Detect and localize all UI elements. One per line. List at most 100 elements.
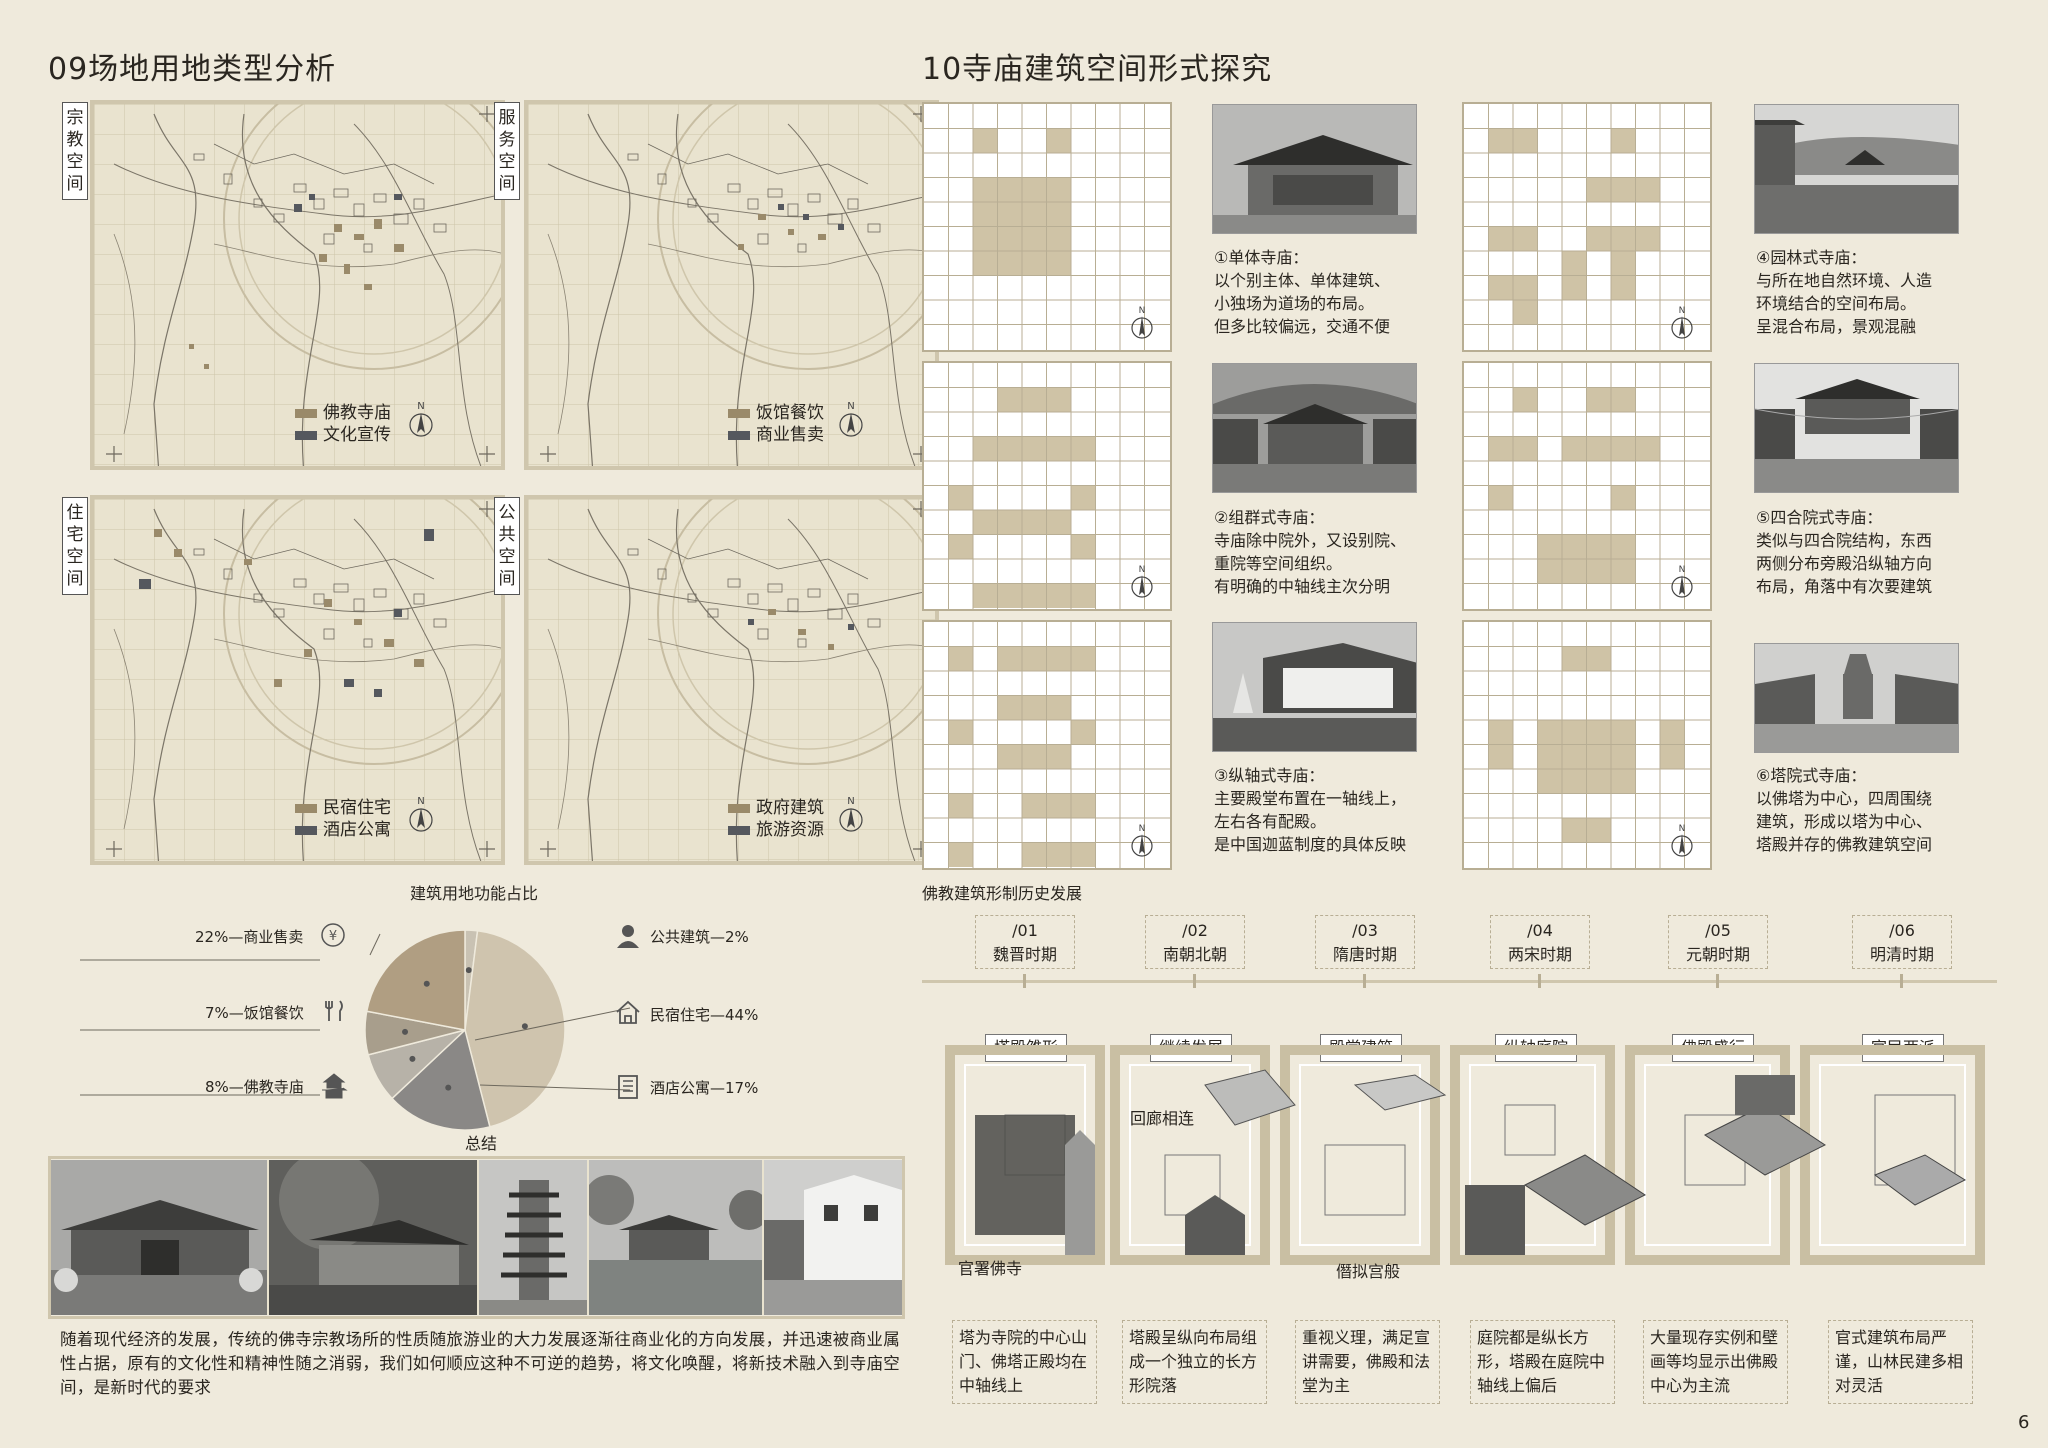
legend-text: 酒店公寓: [323, 820, 391, 840]
north-arrow-icon: [409, 795, 433, 832]
map-service: [524, 100, 939, 470]
pie-label-hotel: 酒店公寓—17%: [650, 1079, 759, 1097]
caption-pagoda: ⑥塔院式寺庙： 以佛塔为中心，四周围绕 建筑，形成以塔为中心、 塔殿并存的佛教建…: [1756, 764, 1932, 856]
pie-label-public: 公共建筑—2%: [650, 928, 749, 946]
svg-text:N: N: [1679, 824, 1686, 834]
caption-head: ③纵轴式寺庙：: [1214, 766, 1325, 785]
temple-courtyard-photo: [269, 1160, 479, 1315]
village-house-photo: [764, 1160, 902, 1315]
caption-line: 塔殿并存的佛教建筑空间: [1756, 835, 1933, 854]
pagoda-icon: [322, 1073, 348, 1099]
caption-axial: ③纵轴式寺庙： 主要殿堂布置在一轴线上， 左右各有配殿。 是中国迦蓝制度的具体反…: [1214, 764, 1406, 856]
svg-text:N: N: [1139, 824, 1146, 834]
pie-chart: [80, 929, 631, 1131]
map-legend-religious: 佛教寺庙 文化宣传: [295, 402, 391, 446]
timeline-tick: [1900, 974, 1903, 988]
caption-line: 布局，角落中有次要建筑: [1756, 577, 1933, 596]
caption-line: 重院等空间组织。: [1214, 554, 1343, 573]
water-pavilion-photo: [589, 1160, 764, 1315]
timeline-period-6: /06 明清时期: [1852, 915, 1952, 969]
period-description: 重视义理，满足宣讲需要，佛殿和法堂为主: [1295, 1320, 1440, 1404]
map-residential: [90, 495, 505, 865]
summary-photo-strip: [48, 1156, 905, 1319]
caption-line: 两侧分布旁殿沿纵轴方向: [1756, 554, 1933, 573]
pie-label-temple: 8%—佛教寺庙: [205, 1078, 304, 1096]
period-description: 庭院都是纵长方形，塔殿在庭院中轴线上偏后: [1470, 1320, 1615, 1404]
caption-line: 环境结合的空间布局。: [1756, 294, 1917, 313]
legend-text: 民宿住宅: [323, 798, 391, 818]
period-description: 塔为寺院的中心山门、佛塔正殿均在中轴线上: [952, 1320, 1097, 1404]
timeline-period-5: /05 元朝时期: [1668, 915, 1768, 969]
pie-slice-dot: [409, 1055, 416, 1062]
caption-line: 左右各有配殿。: [1214, 812, 1327, 831]
svg-text:N: N: [1679, 565, 1686, 575]
summary-text: 随着现代经济的发展，传统的佛寺宗教场所的性质随旅游业的大力发展逐渐往商业化的方向…: [60, 1330, 900, 1397]
timeline-tick: [1716, 974, 1719, 988]
pie-label-dining: 7%—饭馆餐饮: [205, 1004, 304, 1022]
legend-swatch: [728, 430, 750, 440]
period-name: 明清时期: [1869, 945, 1934, 964]
legend-text: 饭馆餐饮: [756, 403, 824, 423]
pie-slice-dot: [521, 1023, 528, 1030]
pie-slice-dot: [402, 1028, 409, 1035]
period-name: 两宋时期: [1507, 945, 1572, 964]
map-label-public: 公共空间: [494, 497, 520, 595]
period-description: 官式建筑布局严谨，山林民建多相对灵活: [1828, 1320, 1973, 1404]
caption-garden: ④园林式寺庙： 与所在地自然环境、人造 环境结合的空间布局。 呈混合布局，景观混…: [1756, 246, 1932, 338]
period-name: 隋唐时期: [1332, 945, 1397, 964]
legend-text: 文化宣传: [323, 425, 391, 445]
note-official-temple: 官署佛寺: [958, 1259, 1023, 1278]
pagoda-courtyard-photo: [1754, 643, 1959, 753]
period-description: 塔殿呈纵向布局组成一个独立的长方形院落: [1122, 1320, 1267, 1404]
legend-swatch: [728, 408, 750, 418]
svg-text:N: N: [1139, 565, 1146, 575]
summary-title: 总结: [465, 1134, 498, 1153]
period-number: /06: [1889, 921, 1915, 940]
caption-line: 以个别主体、单体建筑、: [1214, 271, 1391, 290]
building-icon: [618, 1075, 638, 1099]
layout-grid-6: N: [1462, 620, 1712, 870]
period-name: 元朝时期: [1685, 945, 1750, 964]
map-label-religious: 宗教空间: [62, 102, 88, 200]
caption-single: ①单体寺庙： 以个别主体、单体建筑、 小独场为道场的布局。 但多比较偏远，交通不…: [1214, 246, 1390, 338]
caption-head: ⑥塔院式寺庙：: [1756, 766, 1867, 785]
legend-text: 政府建筑: [756, 798, 824, 818]
caption-head: ②组群式寺庙：: [1214, 508, 1325, 527]
caption-line: 主要殿堂布置在一轴线上，: [1214, 789, 1407, 808]
caption-line: 但多比较偏远，交通不便: [1214, 317, 1391, 336]
timeline-tick: [1023, 974, 1026, 988]
legend-swatch: [728, 825, 750, 835]
history-plan-diagrams: [945, 1045, 1985, 1265]
map-religious: [90, 100, 505, 470]
period-number: /02: [1182, 921, 1208, 940]
pie-leader-lines: [80, 933, 631, 1096]
pagoda-photo: [479, 1160, 589, 1315]
pie-slice: [365, 929, 466, 1031]
pie-slice-dot: [445, 1084, 452, 1091]
north-arrow-icon: [409, 400, 433, 437]
map-legend-residential: 民宿住宅 酒店公寓: [295, 797, 391, 841]
caption-line: 与所在地自然环境、人造: [1756, 271, 1933, 290]
timeline-tick: [1193, 974, 1196, 988]
garden-temple-photo: [1754, 104, 1959, 234]
cutlery-icon: [325, 1000, 343, 1021]
pie-slice: [391, 1028, 491, 1131]
timeline-tick: [1538, 974, 1541, 988]
layout-grid-4: N: [1462, 102, 1712, 352]
caption-courtyard: ⑤四合院式寺庙： 类似与四合院结构，东西 两侧分布旁殿沿纵轴方向 布局，角落中有…: [1756, 506, 1932, 598]
map-legend-public: 政府建筑 旅游资源: [728, 797, 824, 841]
period-number: /03: [1352, 921, 1378, 940]
page-number: 6: [2018, 1412, 2030, 1433]
pie-label-homestay: 民宿住宅—44%: [650, 1006, 759, 1024]
period-number: /05: [1705, 921, 1731, 940]
pie-slice-dot: [423, 980, 430, 987]
svg-text:¥: ¥: [329, 929, 337, 944]
pie-title: 建筑用地功能占比: [410, 884, 539, 903]
single-temple-photo: [1212, 104, 1417, 234]
caption-line: 建筑，形成以塔为中心、: [1756, 812, 1933, 831]
caption-line: 类似与四合院结构，东西: [1756, 531, 1933, 550]
legend-swatch: [728, 803, 750, 813]
axial-temple-photo: [1212, 622, 1417, 752]
